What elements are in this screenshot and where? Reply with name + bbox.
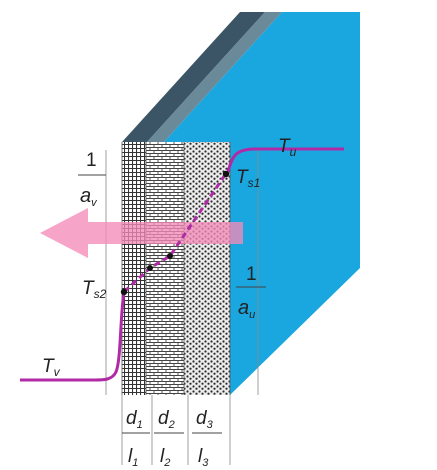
- temperature-curve-inner: [20, 291, 126, 382]
- svg-text:d2: d2: [158, 408, 175, 431]
- svg-text:l3: l3: [198, 446, 209, 469]
- label-ts1: Ts1: [236, 167, 260, 190]
- label-ts2: Ts2: [82, 278, 107, 301]
- layer-1-fraction: d1 l1: [122, 408, 150, 469]
- inv-av-denominator: av: [80, 185, 98, 209]
- wall-top-edge-light: [147, 12, 282, 142]
- svg-text:d1: d1: [126, 408, 143, 431]
- layer-3-insulation: [184, 142, 230, 395]
- svg-text:d3: d3: [196, 408, 214, 431]
- interface-point: [147, 265, 153, 271]
- inv-au-numerator: 1: [246, 264, 257, 285]
- interface-point: [167, 253, 173, 259]
- layer-3-fraction: d3 l3: [192, 408, 222, 469]
- svg-text:l1: l1: [128, 446, 138, 469]
- layer-1-grid: [122, 142, 146, 395]
- wall-outer-face: [164, 12, 360, 395]
- layer-2-fraction: d2 l2: [154, 408, 184, 469]
- guide-lines: [105, 150, 259, 395]
- temperature-curve-outer: [226, 147, 344, 173]
- inv-au-denominator: au: [238, 297, 255, 321]
- wall-top-edge-dark: [122, 12, 265, 142]
- label-t-outside: Tu: [278, 136, 297, 159]
- ts1-point: [222, 170, 230, 178]
- svg-text:l2: l2: [160, 446, 170, 469]
- ts2-point: [120, 288, 128, 296]
- inv-av-numerator: 1: [86, 150, 97, 171]
- heat-flow-arrow: [40, 208, 243, 258]
- label-t-inside: Tv: [42, 356, 61, 379]
